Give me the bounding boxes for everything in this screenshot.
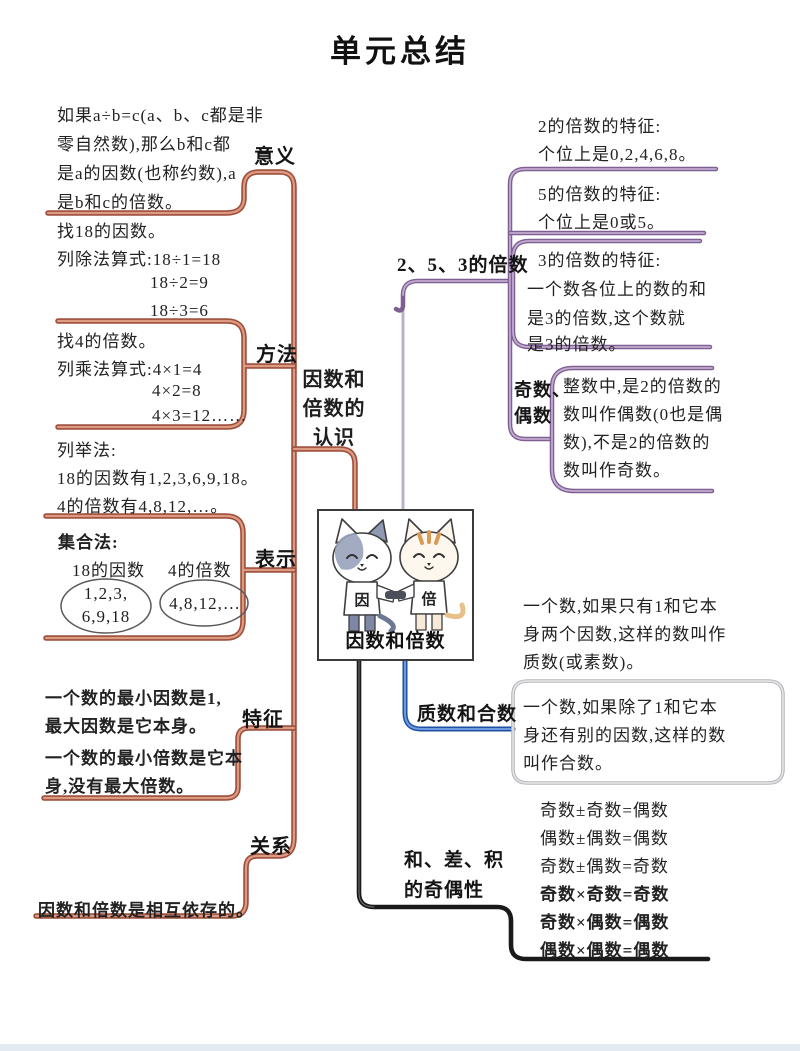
method-multiples-line: 列乘法算式:4×1=4	[57, 360, 203, 379]
m3-line: 是3的倍数,这个数就	[527, 309, 686, 328]
method-factors-line: 找18的因数。	[57, 222, 166, 241]
set1-values-line: 1,2,3,	[83, 584, 129, 603]
method-multiples-line: 4×3=12……	[152, 406, 248, 425]
set1-values: 1,2,3, 6,9,18	[62, 582, 150, 628]
composite-line: 身还有别的因数,这样的数	[523, 726, 727, 745]
branch-feature-bracket	[41, 725, 297, 801]
branch-method-bracket	[55, 318, 297, 430]
set2-values: 4,8,12,…	[169, 594, 241, 613]
cat-multiple: 倍	[396, 518, 466, 631]
method-enumerate-line: 列举法:	[57, 441, 117, 460]
composite-bracket	[511, 679, 785, 785]
parity-equation: 奇数×偶数=偶数	[540, 913, 670, 932]
branch-label-represent: 表示	[255, 549, 297, 571]
branch-parity	[356, 511, 711, 962]
branch-label-meaning: 意义	[254, 146, 296, 168]
oddeven-line: 数叫作偶数(0也是偶	[563, 405, 724, 424]
method-enumerate-line: 4的倍数有4,8,12,…。	[57, 497, 229, 516]
parity-equation: 奇数±偶数=奇数	[540, 857, 669, 876]
feature-text-line: 一个数的最小倍数是它本	[45, 749, 243, 768]
parity-equation: 偶数×偶数=偶数	[540, 941, 670, 960]
method-factors-line: 18÷2=9	[150, 273, 209, 292]
prime-line: 质数(或素数)。	[523, 653, 645, 672]
meaning-text-line: 如果a÷b=c(a、b、c都是非	[57, 106, 264, 125]
parity-equation: 偶数±偶数=偶数	[540, 829, 669, 848]
meaning-text-line: 零自然数),那么b和c都	[57, 135, 231, 154]
method-multiples-line: 4×2=8	[152, 381, 202, 400]
oddeven-line: 整数中,是2的倍数的	[563, 377, 722, 396]
set-ellipse-factors18	[60, 578, 152, 634]
method-factors-line: 18÷3=6	[150, 301, 209, 320]
branch-253-label-line	[393, 278, 513, 513]
prime-line: 身两个因数,这样的数叫作	[523, 625, 727, 644]
represent-heading: 集合法:	[58, 533, 119, 552]
cat-factor: 因	[332, 518, 396, 633]
branch-represent-bracket	[43, 513, 297, 641]
cat-multiple-shirt-text: 倍	[421, 590, 436, 608]
cats-illustration: 因	[332, 518, 466, 633]
branch-oddeven-bracket	[549, 365, 715, 494]
branch-253-trunk	[507, 166, 719, 442]
m3-line: 3的倍数的特征:	[538, 251, 662, 270]
m2-line: 个位上是0,2,4,6,8。	[538, 145, 697, 164]
set1-title: 18的因数	[72, 561, 145, 580]
feature-text-line: 最大因数是它本身。	[45, 717, 207, 736]
relation-text: 因数和倍数是相互依存的。	[38, 901, 254, 920]
branch-label-method: 方法	[256, 344, 298, 366]
composite-line: 一个数,如果除了1和它本	[523, 698, 718, 717]
method-factors-line: 列除法算式:18÷1=18	[57, 250, 222, 269]
method-multiples-line: 找4的倍数。	[57, 332, 157, 351]
central-topic-line: 因数和	[302, 369, 366, 391]
meaning-text-line: 是a的因数(也称约数),a	[57, 164, 237, 183]
branch-label-relation: 关系	[250, 836, 292, 858]
m3-line: 是3的倍数。	[527, 335, 627, 354]
branch-label-prime: 质数和合数	[417, 704, 518, 725]
feature-text-line: 身,没有最大倍数。	[45, 777, 195, 796]
branch-label-oddeven-line: 奇数、	[514, 380, 571, 400]
prime-line: 一个数,如果只有1和它本	[523, 597, 718, 616]
page-title: 单元总结	[330, 34, 470, 69]
branch-prime	[402, 511, 516, 732]
meaning-text-line: 是b和c的倍数。	[57, 193, 184, 212]
parity-equation: 奇数×奇数=奇数	[540, 885, 670, 904]
central-topic: 因数和 倍数的 认识	[296, 366, 372, 453]
branch-label-parity-line: 的奇偶性	[404, 880, 485, 901]
cat-factor-shirt-text: 因	[354, 592, 369, 609]
parity-equation: 奇数±奇数=偶数	[540, 801, 669, 820]
branch-label-parity-line: 和、差、积	[404, 850, 505, 871]
oddeven-line: 数叫作奇数。	[563, 461, 671, 480]
composite-line: 叫作合数。	[523, 754, 613, 773]
branch-label-oddeven: 奇数、 偶数	[514, 377, 571, 429]
central-topic-line: 认识	[313, 427, 355, 449]
branch-left-trunk	[33, 169, 297, 919]
central-image-box: 因	[317, 509, 474, 661]
branch-label-parity: 和、差、积 的奇偶性	[404, 846, 504, 906]
oddeven-line: 数),不是2的倍数的	[563, 433, 711, 452]
feature-text-line: 一个数的最小因数是1,	[45, 689, 222, 708]
m3-line: 一个数各位上的数的和	[527, 280, 707, 299]
set1-values-line: 6,9,18	[81, 607, 131, 626]
m5-line: 5的倍数的特征:	[538, 185, 662, 204]
branch-label-oddeven-line: 偶数	[514, 406, 552, 426]
m5-line: 个位上是0或5。	[538, 213, 665, 232]
method-enumerate-line: 18的因数有1,2,3,6,9,18。	[57, 469, 259, 488]
bottom-strip	[0, 1044, 800, 1051]
m2-line: 2的倍数的特征:	[538, 117, 662, 136]
central-image-caption: 因数和倍数	[345, 631, 446, 652]
set-ellipse-multiples4	[159, 579, 249, 627]
branch-label-feature: 特征	[242, 709, 284, 731]
branch-label-253: 2、5、3的倍数	[397, 255, 529, 276]
branch-center-link	[291, 446, 358, 515]
joined-paws	[385, 591, 406, 599]
central-topic-line: 倍数的	[302, 398, 366, 420]
set2-title: 4的倍数	[168, 561, 232, 580]
